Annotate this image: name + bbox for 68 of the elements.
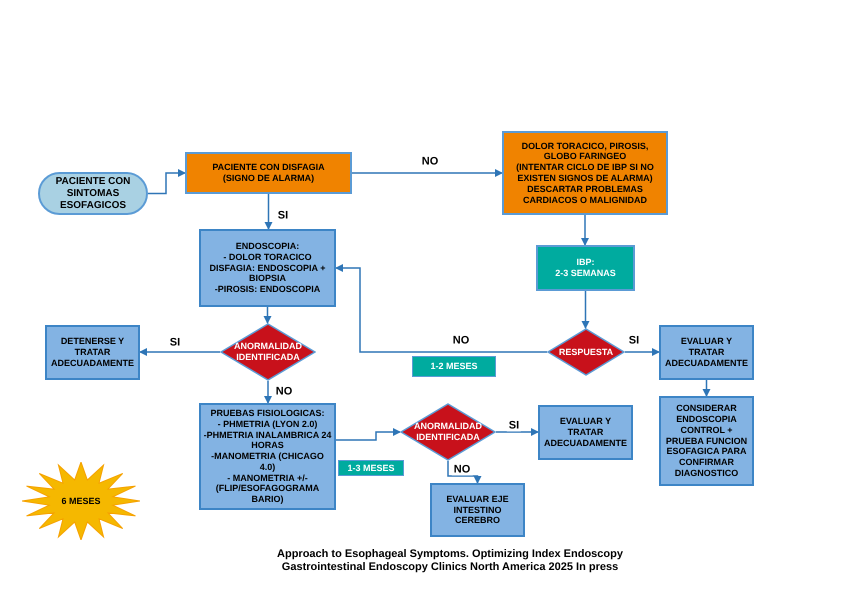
edge-label: SI (168, 338, 182, 348)
edge-label: NO (420, 156, 440, 168)
arrow (148, 169, 186, 194)
node-text: (SIGNO DE ALARMA) (222, 173, 314, 184)
node-text: DISFAGIA: ENDOSCOPIA + BIOPSIA (208, 262, 326, 284)
edge-label: NO (450, 336, 472, 346)
node-text: (INTENTAR CICLO DE IBP SI NO EXISTEN SIGNOS DE ALARMA) (515, 162, 655, 184)
process-box (199, 403, 336, 510)
arrow (496, 428, 539, 436)
node-text: ANORMALIDAD IDENTIFICADA (413, 421, 483, 443)
edge-label: SI (276, 210, 290, 222)
duration-badge (338, 460, 404, 476)
edge-label: NO (274, 386, 294, 398)
start-terminal (38, 172, 148, 215)
node-text: DESCARTAR PROBLEMAS CARDIACOS O MALIGNIDAD (522, 184, 648, 206)
arrow (335, 264, 547, 353)
duration-badge (412, 356, 496, 377)
edge-label: NO (452, 464, 472, 476)
node-text: CONSIDERAR ENDOSCOPIA CONTROL + PRUEBA FUNCION ESOFAGICA PARA CONFIRMAR DIAGNOSTICO (664, 403, 748, 479)
arrow (264, 381, 272, 404)
node-text: PRUEBAS FISIOLOGICAS: (210, 408, 324, 419)
arrow (264, 194, 272, 230)
node-text: ENDOSCOPIA: (236, 241, 300, 252)
node-text: -PHMETRIA INALAMBRICA 24 HORAS (203, 430, 332, 452)
node-text: - PHMETRIA (LYON 2.0) (218, 418, 318, 430)
node-text: EVALUAR EJE INTESTINO CEREBRO (445, 494, 510, 526)
arrow (447, 461, 482, 484)
node-text: DETENERSE Y TRATAR ADECUADAMENTE (50, 336, 135, 369)
process-box (185, 152, 352, 194)
node-text: - DOLOR TORACICO (223, 252, 312, 263)
node-text: EVALUAR Y TRATAR ADECUADAMENTE (543, 416, 628, 449)
node-text: 6 MESES (61, 496, 100, 506)
node-text: EVALUAR Y TRATAR ADECUADAMENTE (664, 336, 749, 369)
node-text: 1-3 MESES (347, 462, 395, 474)
arrow (352, 169, 503, 177)
process-box (199, 229, 336, 307)
arrow (702, 380, 710, 397)
node-text: RESPUESTA (558, 346, 614, 358)
node-text: -PIROSIS: ENDOSCOPIA (214, 284, 320, 295)
decision-diamond (400, 403, 496, 461)
node-text: - MANOMETRIA +/- (FLIP/ESOFAGOGRAMA BARIO) (214, 472, 320, 506)
treatment-box (536, 245, 635, 291)
arrow (581, 215, 589, 246)
process-box (502, 131, 668, 215)
node-text: PACIENTE CON SINTOMAS ESOFAGICOS (54, 176, 132, 212)
process-box (430, 483, 525, 537)
starburst-badge (22, 462, 140, 540)
edge-label: SI (506, 420, 522, 432)
node-text: 1-2 MESES (430, 361, 478, 372)
node-text: PACIENTE CON DISFAGIA (212, 162, 325, 173)
caption: Approach to Esophageal Symptoms. Optimizing Index Endoscopy Gastrointestinal Endoscopy Clinics North America 2025 In press (276, 548, 624, 574)
node-text: IBP: (576, 257, 594, 268)
arrow (336, 428, 401, 441)
node-text: -MANOMETRIA (CHICAGO 4.0) (210, 451, 325, 473)
process-box (659, 396, 754, 486)
arrow (625, 348, 660, 356)
decision-diamond (547, 328, 625, 376)
arrow (582, 291, 590, 329)
process-box (538, 405, 633, 460)
node-text: 2-3 SEMANAS (555, 268, 616, 279)
decision-diamond (220, 323, 316, 381)
edge-label: SI (626, 336, 642, 346)
arrow (139, 348, 220, 356)
process-box (659, 325, 754, 380)
process-box (45, 325, 140, 380)
node-text: ANORMALIDAD IDENTIFICADA (233, 341, 303, 363)
node-text: DOLOR TORACICO, PIROSIS, GLOBO FARINGEO (520, 140, 650, 162)
arrow (264, 307, 272, 324)
